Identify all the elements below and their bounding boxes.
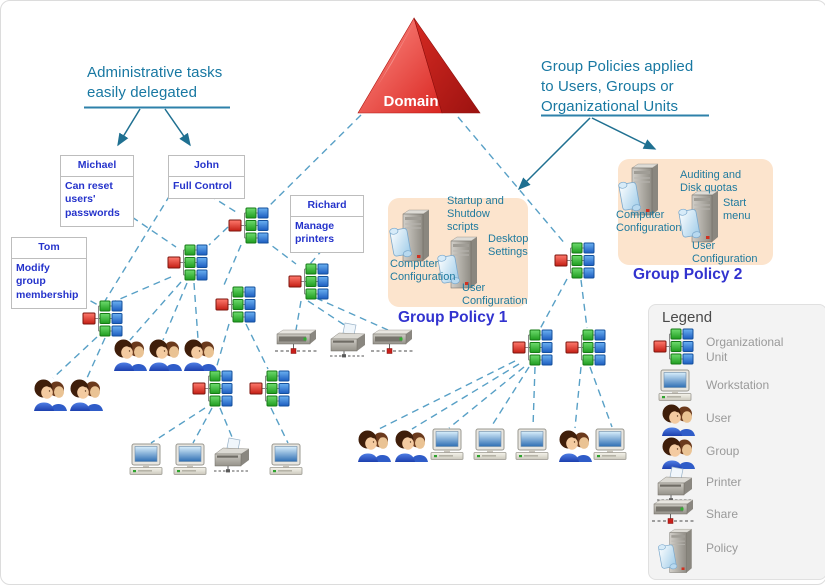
callout-name: John <box>169 156 244 177</box>
callout-permission: Manage printers <box>295 219 335 246</box>
organizational-unit-icon <box>192 370 233 407</box>
printer-icon <box>213 437 250 473</box>
legend-item-label: Policy <box>706 541 739 555</box>
group-policy-1-title: Group Policy 1 <box>398 309 508 326</box>
user-icon <box>662 404 695 436</box>
workstation-icon <box>658 369 692 401</box>
workstation-icon <box>515 428 549 460</box>
organizational-unit-icon <box>653 328 694 365</box>
user-icon <box>70 379 103 411</box>
legend-item-label: Printer <box>706 475 742 489</box>
printer-icon <box>329 322 366 358</box>
note-arrows <box>117 108 657 191</box>
callout-permission: Full Control <box>173 179 232 192</box>
user-icon <box>184 339 217 371</box>
gp1-computer-label: Computer Configuration <box>390 258 456 283</box>
callout-name: Michael <box>61 156 133 177</box>
note-underlines <box>84 106 709 117</box>
domain-label: Domain <box>383 93 438 110</box>
organizational-unit-icon <box>215 286 256 323</box>
user-icon <box>34 379 67 411</box>
workstation-icon <box>473 428 507 460</box>
note-group-policies: Group Policies applied to Users, Groups … <box>541 58 694 115</box>
callout-michael: Michael Can reset users' passwords <box>60 155 134 227</box>
callout-name: Tom <box>12 238 86 259</box>
callout-richard: Richard Manage printers <box>290 195 364 253</box>
organizational-unit-icon <box>565 329 606 366</box>
group-policy-2-title: Group Policy 2 <box>633 266 743 283</box>
note-admin-tasks: Administrative tasks easily delegated <box>87 64 223 101</box>
legend-item-label: Workstation <box>706 378 770 392</box>
gp1-user-note: Desktop Settings <box>488 233 529 258</box>
callout-permission: Can reset users' passwords <box>65 179 120 219</box>
workstation-icon <box>430 428 464 460</box>
user-icon <box>395 430 428 462</box>
policy-icon <box>677 190 719 243</box>
group-icon <box>662 437 695 469</box>
legend-title: Legend <box>662 309 713 326</box>
workstation-icon <box>173 443 207 475</box>
share-icon <box>651 499 697 525</box>
share-icon <box>274 329 320 355</box>
legend-item-label: Organizational Unit <box>706 335 784 364</box>
callout-tom: Tom Modify group membership <box>11 237 87 309</box>
organizational-unit-icon <box>288 263 329 300</box>
gp1-user-label: User Configuration <box>462 282 528 307</box>
callout-name: Richard <box>291 196 363 217</box>
gp2-user-label: User Configuration <box>692 240 758 265</box>
user-icon <box>149 339 182 371</box>
gp2-computer-label: Computer Configuration <box>616 209 682 234</box>
share-icon <box>370 329 416 355</box>
printer-icon <box>656 466 693 502</box>
legend-item-label: User <box>706 411 732 425</box>
organizational-unit-icon <box>167 244 208 281</box>
policy-icon <box>657 528 693 573</box>
workstation-icon <box>593 428 627 460</box>
callout-permission: Modify group membership <box>16 261 79 301</box>
user-icon <box>114 339 147 371</box>
organizational-unit-icon <box>554 242 595 279</box>
user-icon <box>358 430 391 462</box>
callout-john: John Full Control <box>168 155 245 200</box>
legend-item-label: Group <box>706 444 740 458</box>
domain-pyramid: Domain <box>357 17 481 114</box>
dashed-connectors <box>52 114 613 444</box>
gp2-user-note: Start menu <box>723 197 751 222</box>
organizational-unit-icon <box>228 207 269 244</box>
workstation-icon <box>129 443 163 475</box>
user-icon <box>559 430 592 462</box>
organizational-unit-icon <box>512 329 553 366</box>
legend-item-label: Share <box>706 507 739 521</box>
gp2-computer-note: Auditing and Disk quotas <box>680 169 742 194</box>
organizational-unit-icon <box>249 370 290 407</box>
organizational-unit-icon <box>82 300 123 337</box>
workstation-icon <box>269 443 303 475</box>
gp1-computer-note: Startup and Shutdow scripts <box>447 195 504 233</box>
